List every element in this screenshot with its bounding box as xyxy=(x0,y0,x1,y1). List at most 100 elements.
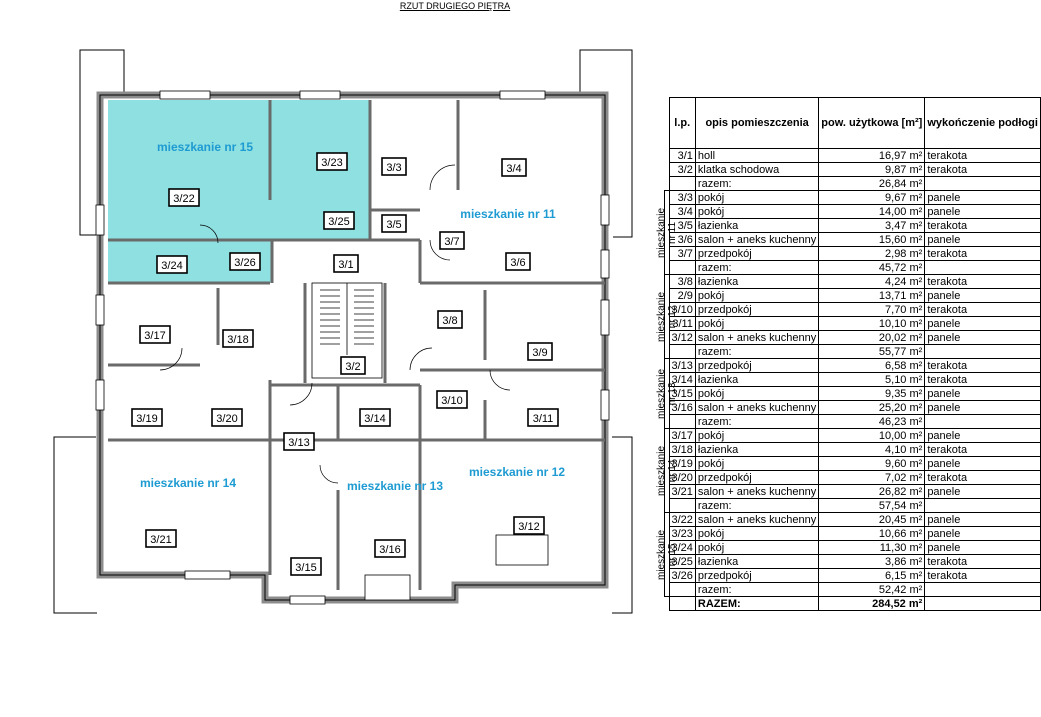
room-label-box xyxy=(340,356,366,375)
sum-row: razem:26,84 m² xyxy=(665,176,1041,191)
room-area: 5,10 m² xyxy=(818,372,926,387)
room-no: 3/2 xyxy=(668,162,696,177)
room-label: 3/13 xyxy=(283,432,315,451)
sum-row: razem:57,54 m² xyxy=(665,498,1041,513)
room-label: 3/18 xyxy=(222,329,254,348)
apartment-label: mieszkanie nr 14 xyxy=(140,476,236,490)
room-desc: łazienka xyxy=(694,274,820,289)
room-desc: przedpokój xyxy=(694,246,820,261)
sum-blank xyxy=(924,260,1041,275)
room-number: 3/13 xyxy=(288,437,309,449)
room-finish: terakota xyxy=(924,218,1041,233)
room-area: 11,30 m² xyxy=(818,540,926,555)
sum-blank xyxy=(924,344,1041,359)
room-label-box xyxy=(513,516,545,535)
room-label-box xyxy=(436,390,468,409)
room-number: 3/25 xyxy=(328,216,349,228)
sum-blank xyxy=(668,176,696,191)
room-area: 26,82 m² xyxy=(818,484,926,499)
sum-label: razem: xyxy=(694,582,820,597)
sum-label: razem: xyxy=(694,414,820,429)
room-area: 3,86 m² xyxy=(818,554,926,569)
room-label-box xyxy=(168,188,200,207)
room-no: 3/17 xyxy=(668,428,696,443)
room-finish: panele xyxy=(924,190,1041,205)
room-no: 3/21 xyxy=(668,484,696,499)
room-label-box xyxy=(323,211,355,230)
room-no: 3/14 xyxy=(668,372,696,387)
room-number: 3/18 xyxy=(227,334,248,346)
room-label: 3/10 xyxy=(436,390,468,409)
room-area: 20,02 m² xyxy=(818,330,926,345)
group-label-text: mieszkanie nr 12 xyxy=(655,291,678,342)
room-area: 10,10 m² xyxy=(818,316,926,331)
room-finish: panele xyxy=(924,456,1041,471)
room-desc: pokój xyxy=(694,190,820,205)
header-desc: opis pomieszczenia xyxy=(694,97,820,149)
room-number: 3/20 xyxy=(216,413,237,425)
room-number: 3/22 xyxy=(173,193,194,205)
room-label-box xyxy=(359,408,391,427)
room-no: 3/5 xyxy=(668,218,696,233)
room-finish: terakota xyxy=(924,246,1041,261)
room-label-box xyxy=(316,152,348,171)
floor-plan: mieszkanie nr 15 mieszkanie nr 11 mieszk… xyxy=(53,49,633,614)
room-desc: łazienka xyxy=(694,372,820,387)
room-desc: salon + aneks kuchenny xyxy=(694,400,820,415)
sum-row: RAZEM:284,52 m² xyxy=(665,596,1041,611)
room-desc: pokój xyxy=(694,316,820,331)
room-label-box xyxy=(374,539,406,558)
room-desc: salon + aneks kuchenny xyxy=(694,232,820,247)
room-number: 3/15 xyxy=(295,562,316,574)
room-label: 3/22 xyxy=(168,188,200,207)
room-number: 3/11 xyxy=(533,413,554,425)
room-desc: łazienka xyxy=(694,442,820,457)
room-label-box xyxy=(527,408,559,427)
room-no: 3/23 xyxy=(668,526,696,541)
room-desc: pokój xyxy=(694,540,820,555)
room-desc: przedpokój xyxy=(694,302,820,317)
room-no: 3/12 xyxy=(668,330,696,345)
room-no: 3/15 xyxy=(668,386,696,401)
windows xyxy=(95,90,610,605)
room-label: 3/12 xyxy=(513,516,545,535)
room-no: 3/13 xyxy=(668,358,696,373)
group-label-text: mieszkanie nr 11 xyxy=(655,207,678,258)
door-swings xyxy=(159,164,511,484)
sum-row: razem:45,72 m² xyxy=(665,260,1041,275)
header-finish: wykończenie podłogi xyxy=(924,97,1041,149)
sum-area: 284,52 m² xyxy=(818,596,926,611)
room-finish: panele xyxy=(924,512,1041,527)
room-area: 25,20 m² xyxy=(818,400,926,415)
room-desc: holl xyxy=(694,148,820,163)
room-desc: pokój xyxy=(694,456,820,471)
room-area: 9,60 m² xyxy=(818,456,926,471)
apartment-label: mieszkanie nr 13 xyxy=(347,479,443,493)
sum-blank xyxy=(924,176,1041,191)
room-area: 2,98 m² xyxy=(818,246,926,261)
group-label-text: mieszkanie nr 14 xyxy=(655,445,678,496)
room-finish: terakota xyxy=(924,358,1041,373)
header-area: pow. użytkowa [m²] xyxy=(818,97,926,149)
header-no: l.p. xyxy=(668,97,696,149)
balconies xyxy=(53,49,633,614)
room-label: 3/21 xyxy=(145,529,177,548)
apartment-label: mieszkanie nr 12 xyxy=(469,465,565,479)
room-no: 3/18 xyxy=(668,442,696,457)
room-number: 3/17 xyxy=(144,330,165,342)
room-label: 3/7 xyxy=(439,231,465,250)
room-desc: klatka schodowa xyxy=(694,162,820,177)
room-label-box xyxy=(381,157,407,176)
sum-blank xyxy=(924,582,1041,597)
room-label-box xyxy=(505,252,531,271)
sum-row: razem:52,42 m² xyxy=(665,582,1041,597)
